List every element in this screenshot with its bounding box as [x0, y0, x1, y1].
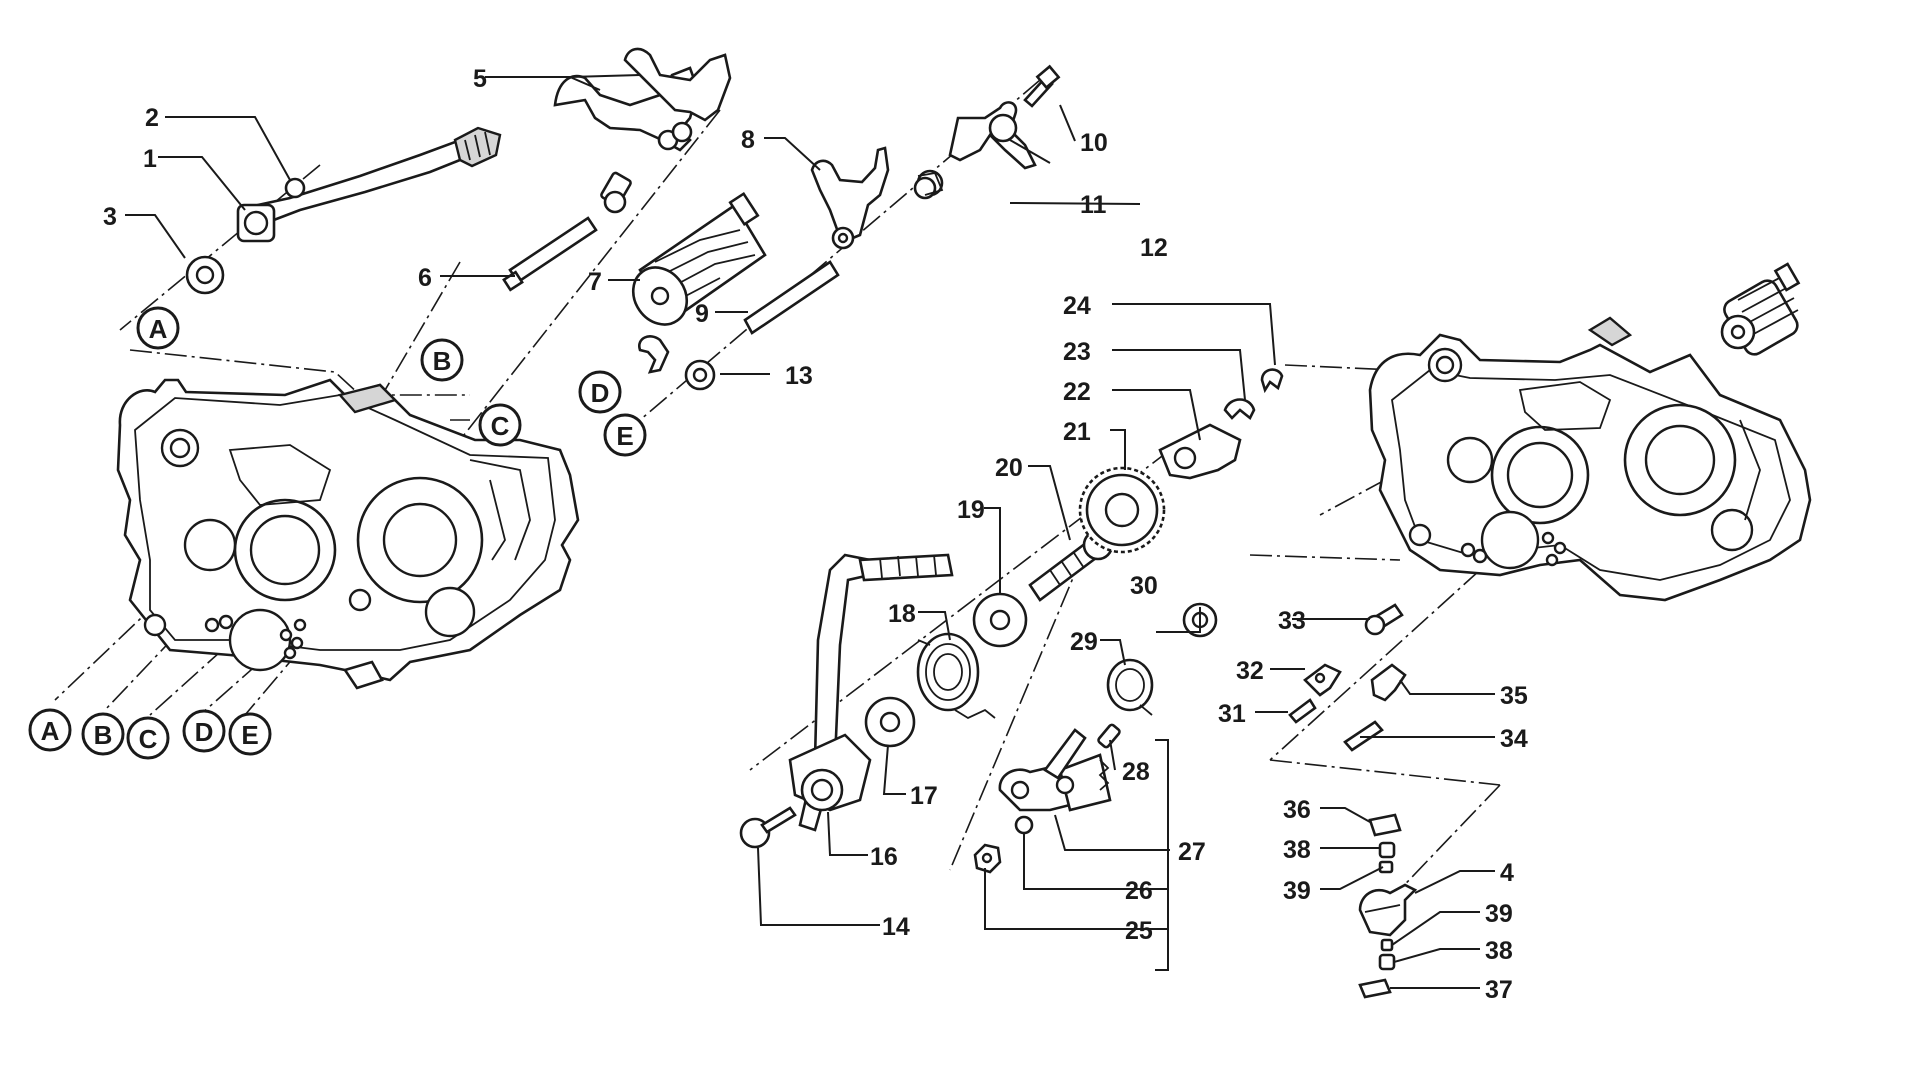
callout-20: 20: [995, 454, 1023, 482]
marker-b-lower: B: [94, 720, 113, 750]
callout-5: 5: [473, 65, 487, 93]
callout-39-upper: 39: [1283, 877, 1311, 905]
shift-forks-pair: [553, 47, 732, 214]
shift-rod: [743, 260, 840, 335]
kickstart-gear-21: [1078, 466, 1166, 554]
kick-ratchet-assembly-27: [998, 728, 1112, 812]
seal-38-lower: [1378, 953, 1396, 971]
callout-38-lower: 38: [1485, 937, 1513, 965]
callout-36: 36: [1283, 796, 1311, 824]
callout-3: 3: [103, 203, 117, 231]
lever-32: [1303, 663, 1342, 697]
callout-7: 7: [588, 268, 602, 296]
selector-drum: [631, 191, 767, 326]
marker-b-upper: B: [433, 346, 452, 376]
marker-c-lower: C: [139, 724, 158, 754]
selector-switch-4: [1358, 883, 1418, 937]
screw-31: [1288, 698, 1317, 724]
washer-17: [864, 696, 916, 748]
callout-33: 33: [1278, 607, 1306, 635]
callout-27: 27: [1178, 838, 1206, 866]
callout-12: 12: [1140, 234, 1168, 262]
callout-30: 30: [1130, 572, 1158, 600]
callout-28: 28: [1122, 758, 1150, 786]
callout-6: 6: [418, 264, 432, 292]
callout-8: 8: [741, 126, 755, 154]
screw-33: [1364, 603, 1404, 636]
fork-shaft: [502, 216, 598, 292]
callout-32: 32: [1236, 657, 1264, 685]
marker-e-upper: E: [616, 421, 633, 451]
right-shift-drum: [1720, 262, 1801, 356]
ratchet-plate-22: [1158, 423, 1242, 480]
leader-lines: [125, 74, 1495, 989]
callout-17: 17: [910, 782, 938, 810]
spring-39-upper: [1378, 860, 1394, 874]
callout-10: 10: [1080, 129, 1108, 157]
clip-and-washer: [638, 335, 716, 391]
callout-22: 22: [1063, 378, 1091, 406]
callout-13: 13: [785, 362, 813, 390]
callout-29: 29: [1070, 628, 1098, 656]
cap-36: [1368, 813, 1402, 837]
circlip-23: [1223, 398, 1256, 421]
callout-9: 9: [695, 300, 709, 328]
callout-26: 26: [1125, 877, 1153, 905]
callout-18: 18: [888, 600, 916, 628]
washer-26: [1014, 815, 1034, 835]
marker-e-lower: E: [241, 720, 258, 750]
callout-25: 25: [1125, 917, 1153, 945]
spring-29: [1106, 658, 1154, 716]
kickstart-bolt: [739, 806, 797, 849]
kickstart-spring-18: [916, 632, 996, 720]
kickstart-lever: [788, 553, 954, 832]
pawl-35: [1370, 663, 1407, 702]
marker-c-upper: C: [491, 411, 510, 441]
shift-fork-single: [810, 146, 890, 250]
callout-11: 11: [1080, 191, 1107, 219]
right-crankcase-half: [1368, 316, 1812, 602]
callout-4: 4: [1500, 859, 1514, 887]
nut-25: [973, 843, 1002, 874]
callout-14: 14: [882, 913, 910, 941]
spring-39-lower: [1380, 938, 1394, 952]
callout-34: 34: [1500, 725, 1528, 753]
pin-28: [1097, 723, 1121, 749]
circlip-24: [1260, 368, 1284, 394]
callout-24: 24: [1063, 292, 1091, 320]
letter-markers: A B C D E A B C D E: [28, 306, 647, 760]
left-crankcase-half: [116, 378, 580, 690]
callout-2: 2: [145, 104, 159, 132]
callout-23: 23: [1063, 338, 1091, 366]
callout-1: 1: [143, 145, 157, 173]
callout-31: 31: [1218, 700, 1246, 728]
washer-19: [972, 592, 1028, 648]
cap-37: [1358, 978, 1392, 999]
seal-38-upper: [1378, 841, 1396, 859]
callout-labels: 1 2 3 5 6 7 8 9 10 11 12 13 14 16 17 18 …: [103, 65, 1528, 1004]
callout-21: 21: [1063, 418, 1091, 446]
callout-35: 35: [1500, 682, 1528, 710]
marker-d-upper: D: [591, 378, 610, 408]
callout-38-upper: 38: [1283, 836, 1311, 864]
callout-16: 16: [870, 843, 898, 871]
callout-37: 37: [1485, 976, 1513, 1004]
gear-shift-lever: [185, 126, 502, 295]
marker-d-lower: D: [195, 717, 214, 747]
callout-39-lower: 39: [1485, 900, 1513, 928]
marker-a-upper: A: [149, 314, 168, 344]
callout-19: 19: [957, 496, 985, 524]
marker-a-lower: A: [41, 716, 60, 746]
detent-spring-bolt: [913, 64, 1061, 200]
